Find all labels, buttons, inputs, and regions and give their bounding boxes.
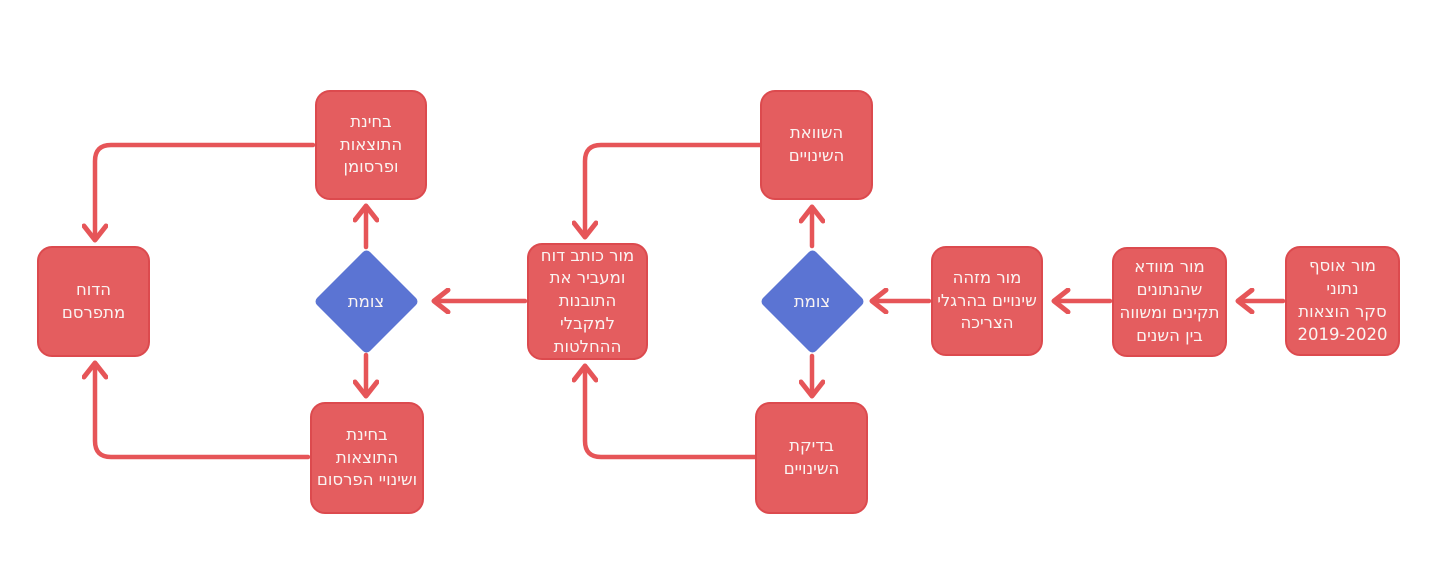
node-label: מור כותב דוח ומעביר את התובנות למקבלי הה… [540, 245, 635, 356]
flowchart-junction-2: צומת [312, 247, 420, 355]
node-label: השוואת השינויים [788, 123, 845, 165]
node-label: הדוח מתפרסם [61, 279, 126, 322]
flowchart-node-examine-publish: בחינת התוצאות ופרסומן [315, 90, 427, 200]
edge-compare-report [585, 142, 763, 237]
node-label: מור מזהה שינויים בהרגלי הצריכה [937, 267, 1037, 333]
node-label: בדיקת השינויים [783, 436, 840, 478]
node-label: מור אוסף נתוני סקר הוצאות 2019-2020 [1297, 256, 1388, 344]
node-label: צומת [347, 291, 385, 311]
flowchart-node-identify: מור מזהה שינויים בהרגלי הצריכה [931, 246, 1043, 356]
node-label: בחינת התוצאות ופרסומן [339, 111, 403, 177]
flowchart-node-check: בדיקת השינויים [755, 402, 868, 514]
flowchart-node-collect: מור אוסף נתוני סקר הוצאות 2019-2020 [1285, 246, 1400, 356]
flowchart-node-published: הדוח מתפרסם [37, 246, 150, 357]
edge-examine-publish-published [95, 142, 316, 240]
node-label: בחינת התוצאות ושינויי הפרסום [316, 424, 418, 490]
flowchart-node-verify: מור מוודא שהנתונים תקינים ומשווה בין השנ… [1112, 247, 1227, 357]
flowchart-node-examine-revise: בחינת התוצאות ושינויי הפרסום [310, 402, 424, 514]
flowchart-node-report: מור כותב דוח ומעביר את התובנות למקבלי הה… [527, 243, 648, 360]
node-label: מור מוודא שהנתונים תקינים ומשווה בין השנ… [1119, 257, 1220, 345]
edge-check-report [585, 366, 758, 460]
edge-examine-revise-published [95, 363, 311, 460]
flowchart-junction-1: צומת [758, 247, 866, 355]
flowchart-node-compare: השוואת השינויים [760, 90, 873, 200]
node-label: צומת [793, 291, 831, 311]
